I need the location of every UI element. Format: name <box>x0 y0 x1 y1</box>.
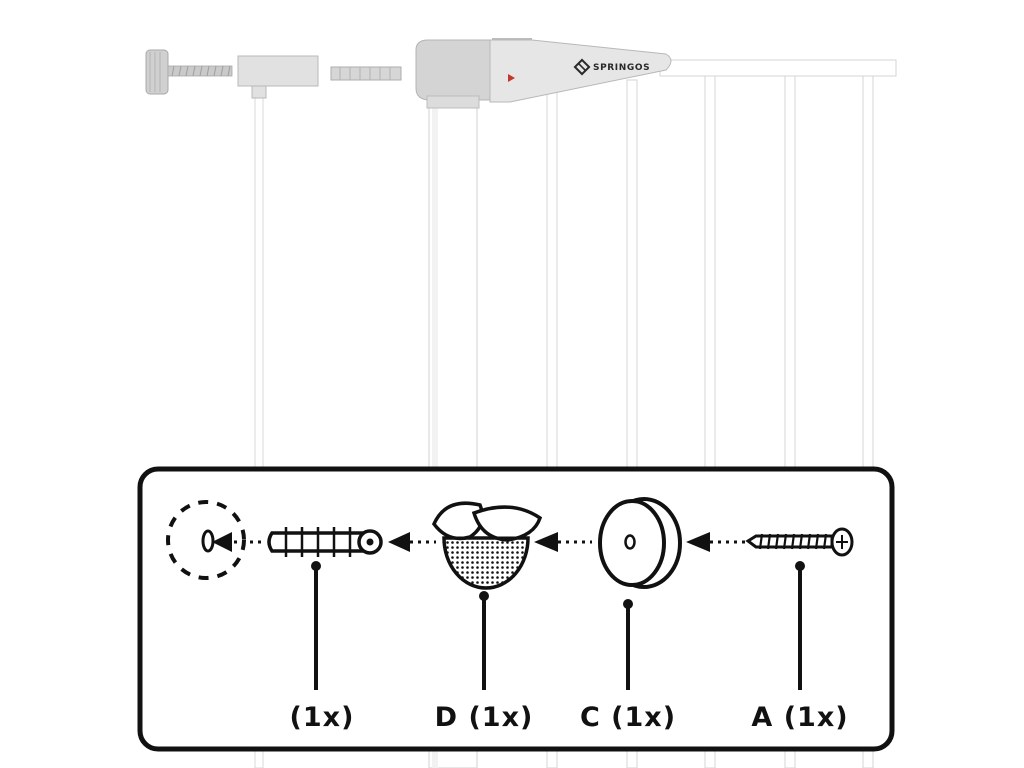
label-screw-a: A (1x) <box>751 702 848 733</box>
label-wall-plug: (1x) <box>290 702 355 733</box>
wall-plug-icon <box>267 527 383 557</box>
screw-icon <box>745 527 854 557</box>
assembly-arrows <box>212 532 746 552</box>
lock-housing: SPRINGOS <box>415 38 672 109</box>
cup-cover-icon <box>431 501 543 590</box>
extension-connector <box>237 55 319 99</box>
indicator-arrow-icon <box>508 74 515 82</box>
threaded-sleeve <box>330 66 402 81</box>
brand-logo-icon <box>573 58 591 76</box>
gate-bars <box>546 75 874 768</box>
label-pad-c: C (1x) <box>580 702 676 733</box>
instruction-panel: (1x) D (1x) C (1x) A (1x) <box>137 466 895 752</box>
leader-lines <box>311 561 805 690</box>
threaded-bolt <box>145 49 233 95</box>
brand-name: SPRINGOS <box>593 63 650 73</box>
top-rail <box>659 59 897 77</box>
label-cup-d: D (1x) <box>435 702 534 733</box>
wall-hole-icon <box>166 500 246 580</box>
adhesive-pad-icon <box>598 497 682 589</box>
